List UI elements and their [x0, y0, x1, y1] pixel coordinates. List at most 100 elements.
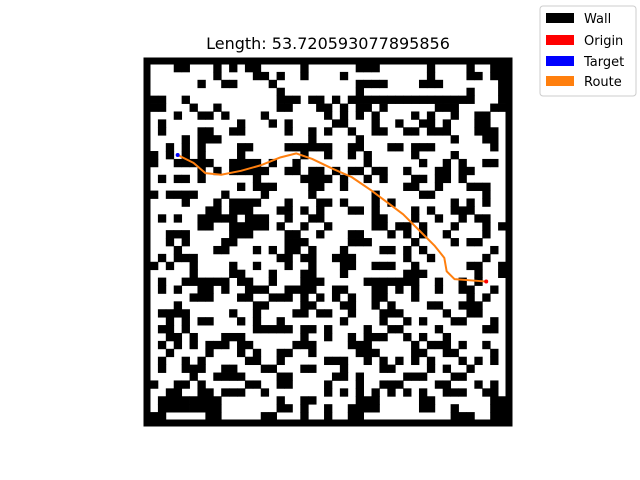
wall-cell [308, 127, 317, 136]
wall-cell [300, 396, 309, 405]
wall-cell [276, 87, 285, 97]
wall-cell [482, 388, 491, 397]
wall-cell [276, 71, 285, 81]
wall-cell [150, 95, 159, 104]
wall-cell [213, 277, 222, 286]
wall-cell [331, 119, 341, 128]
wall-cell [347, 238, 357, 247]
wall-cell [379, 95, 388, 104]
wall-cell [292, 230, 301, 239]
wall-cell [482, 111, 491, 120]
wall-cell [403, 230, 412, 239]
wall-cell [157, 309, 167, 318]
wall-cell [490, 348, 499, 358]
wall-cell [157, 340, 167, 350]
wall-cell [221, 238, 230, 247]
wall-cell [316, 230, 325, 239]
wall-cell [466, 64, 475, 73]
wall-cell [244, 214, 254, 223]
wall-cell [355, 412, 364, 421]
wall-cell [205, 127, 214, 136]
wall-cell [244, 285, 254, 294]
wall-cell [474, 309, 483, 318]
wall-cell [363, 404, 372, 413]
wall-cell [157, 412, 167, 421]
wall-cell [229, 206, 238, 215]
wall-cell [244, 198, 254, 207]
wall-cell [260, 388, 270, 397]
wall-cell [371, 79, 380, 89]
wall-cell [213, 245, 222, 255]
wall-cell [229, 127, 238, 136]
wall-cell [498, 64, 507, 73]
wall-cell [150, 412, 159, 421]
wall-cell [324, 174, 333, 184]
wall-cell [387, 245, 396, 255]
wall-cell [434, 340, 444, 350]
wall-cell [339, 364, 349, 373]
wall-cell [418, 317, 428, 326]
wall-cell [426, 364, 436, 373]
wall-cell [284, 285, 293, 294]
wall-cell [229, 64, 238, 73]
wall-cell [371, 198, 380, 207]
legend: Wall Origin Target Route [539, 5, 637, 97]
wall-cell [418, 245, 428, 255]
wall-cell [339, 245, 349, 255]
wall-cell [244, 64, 254, 73]
wall-cell [165, 238, 175, 247]
wall-cell [324, 356, 333, 366]
wall-cell [268, 119, 277, 128]
wall-cell [482, 135, 491, 144]
wall-cell [442, 340, 452, 350]
wall-cell [458, 95, 467, 104]
wall-cell [260, 364, 270, 373]
wall-cell [165, 317, 175, 326]
wall-cell [379, 127, 388, 136]
wall-cell [355, 166, 364, 176]
wall-cell [284, 404, 293, 413]
wall-cell [331, 95, 341, 104]
wall-cell [252, 356, 262, 366]
wall-cell [411, 238, 420, 247]
wall-cell [157, 356, 167, 366]
wall-cell [498, 71, 507, 81]
wall-cell [339, 261, 349, 271]
wall-cell [371, 285, 380, 294]
wall-cell [221, 285, 230, 294]
wall-cell [458, 166, 467, 176]
wall-cell [150, 151, 159, 160]
wall-cell [244, 166, 254, 176]
wall-cell [300, 206, 309, 215]
wall-cell [387, 325, 396, 334]
wall-cell [395, 356, 404, 366]
wall-cell [339, 103, 349, 112]
wall-cell [371, 348, 380, 358]
wall-cell [268, 158, 277, 168]
wall-cell [316, 277, 325, 286]
wall-cell [292, 95, 301, 104]
wall-cell [276, 396, 285, 405]
wall-cell [300, 332, 309, 342]
wall-cell [237, 158, 246, 168]
wall-cell [229, 332, 238, 342]
wall-cell [418, 396, 428, 405]
wall-cell [395, 222, 404, 231]
maze-frame [143, 57, 513, 427]
wall-cell [387, 95, 396, 104]
wall-cell [371, 127, 380, 136]
wall-cell [418, 119, 428, 128]
wall-cell [434, 325, 444, 334]
wall-cell [324, 380, 333, 389]
wall-cell [173, 214, 183, 223]
wall-cell [181, 238, 190, 247]
wall-cell [157, 174, 167, 184]
wall-cell [331, 356, 341, 366]
wall-cell [450, 95, 459, 104]
wall-cell [173, 309, 183, 318]
wall-cell [237, 127, 246, 136]
wall-cell [387, 301, 396, 310]
wall-cell [426, 404, 436, 413]
wall-cell [268, 412, 277, 421]
wall-cell [173, 301, 183, 310]
